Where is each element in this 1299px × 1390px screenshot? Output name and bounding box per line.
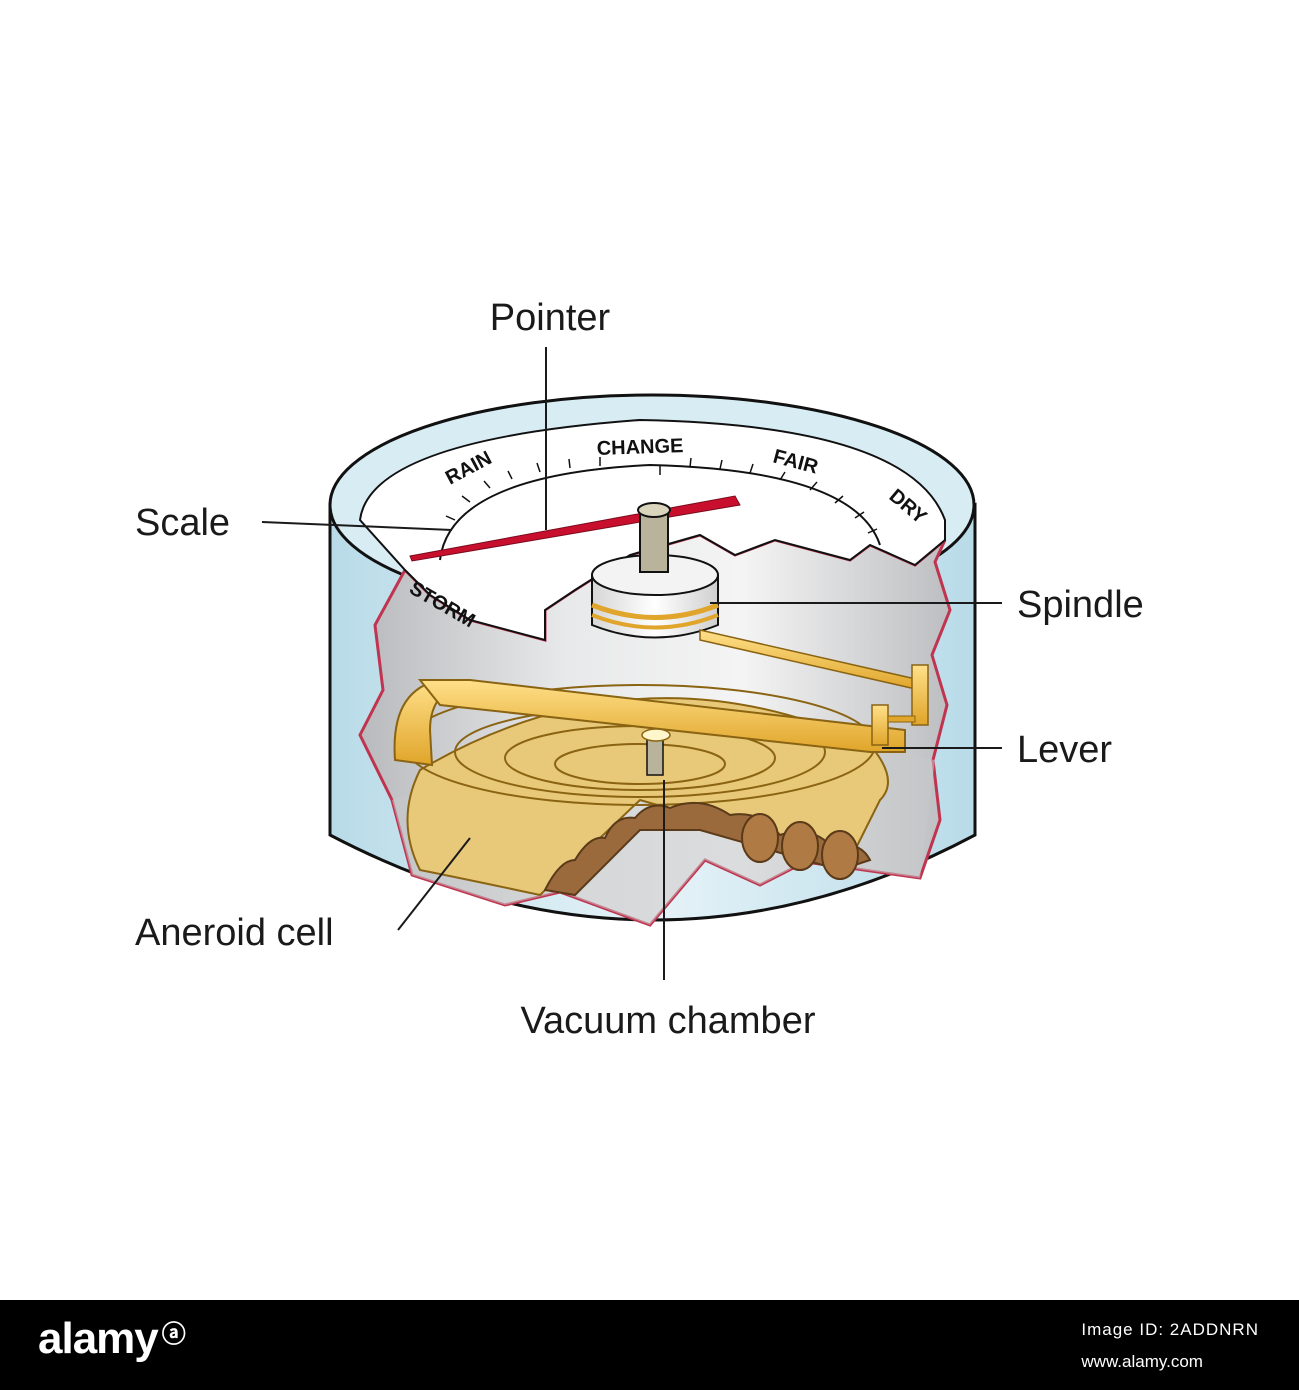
label-scale: Scale: [135, 502, 230, 544]
label-lever: Lever: [1017, 729, 1112, 771]
aneroid-cell: [404, 684, 889, 897]
footer-info: Image ID: 2ADDNRN www.alamy.com: [1081, 1320, 1259, 1372]
scale-tick-ring: [439, 463, 881, 561]
label-aneroid-cell: Aneroid cell: [135, 912, 334, 954]
label-spindle: Spindle: [1017, 584, 1144, 626]
site-url-link[interactable]: www.alamy.com: [1081, 1352, 1203, 1371]
dial-word-change: CHANGE: [596, 435, 683, 460]
leader-aneroid-cell: [397, 837, 471, 931]
label-vacuum-chamber: Vacuum chamber: [521, 1000, 816, 1042]
scale-ticks: [445, 457, 878, 534]
leader-scale: [261, 521, 453, 531]
spindle: [591, 502, 719, 639]
a-icon: ⓐ: [161, 1321, 186, 1348]
barometer-diagram: STORM RAIN CHANGE FAIR DRY: [135, 297, 1144, 1042]
image-id-text: Image ID: 2ADDNRN: [1081, 1320, 1259, 1339]
label-pointer: Pointer: [490, 297, 611, 339]
logo-text: alamy: [38, 1314, 159, 1363]
vacuum-chamber: [543, 734, 872, 897]
lever: [393, 664, 929, 767]
